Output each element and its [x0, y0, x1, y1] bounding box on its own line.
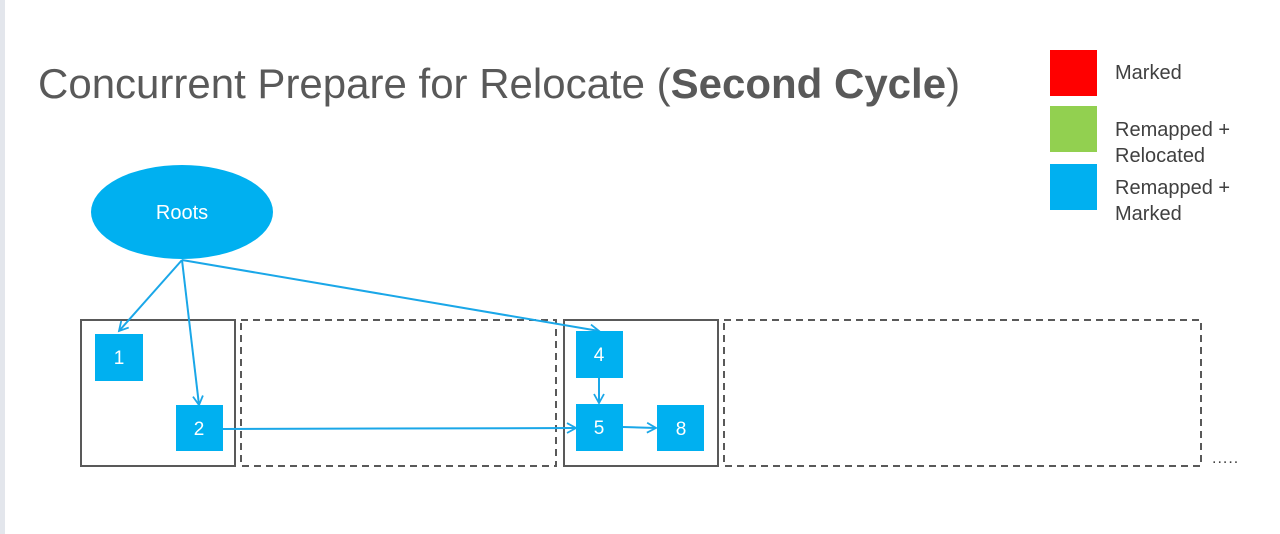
- object-1: [95, 334, 143, 381]
- page-4-empty: [723, 319, 1202, 467]
- roots-label: Roots: [156, 202, 208, 224]
- legend-swatch-remapped-relocated: [1050, 106, 1097, 152]
- object-2-label: 2: [194, 419, 205, 440]
- arrow-5-to-8: [622, 421, 658, 434]
- roots-node: [91, 165, 273, 259]
- legend-swatch-marked: [1050, 50, 1097, 96]
- title-suffix: ): [946, 60, 961, 107]
- legend-label-remapped-relocated: Remapped + Relocated: [1115, 119, 1231, 167]
- arrow-roots-to-2: [181, 259, 204, 407]
- object-8-label: 8: [676, 419, 687, 440]
- page-3: [563, 319, 719, 467]
- slide-edge: [0, 0, 5, 534]
- object-5: [576, 404, 623, 451]
- object-5-label: 5: [594, 418, 605, 439]
- title-emphasis: Second Cycle: [670, 60, 947, 107]
- object-4-label: 4: [594, 345, 605, 366]
- page-2-empty: [240, 319, 557, 467]
- page-1: [80, 319, 236, 467]
- object-1-label: 1: [114, 348, 125, 369]
- arrow-roots-to-4: [181, 259, 601, 336]
- arrow-roots-to-1: [117, 259, 183, 333]
- arrow-2-to-5: [222, 422, 578, 434]
- object-2: [176, 405, 223, 451]
- title-prefix: Concurrent Prepare for Relocate (: [38, 60, 671, 107]
- object-8: [657, 405, 704, 451]
- more-pages-ellipsis: .....: [1212, 450, 1240, 467]
- object-4: [576, 331, 623, 378]
- legend-label-remapped-marked: Remapped + Marked: [1115, 177, 1231, 225]
- legend-swatch-remapped-marked: [1050, 164, 1097, 210]
- legend-label-marked: Marked: [1115, 62, 1182, 84]
- slide-title: Concurrent Prepare for Relocate (Second …: [38, 58, 960, 110]
